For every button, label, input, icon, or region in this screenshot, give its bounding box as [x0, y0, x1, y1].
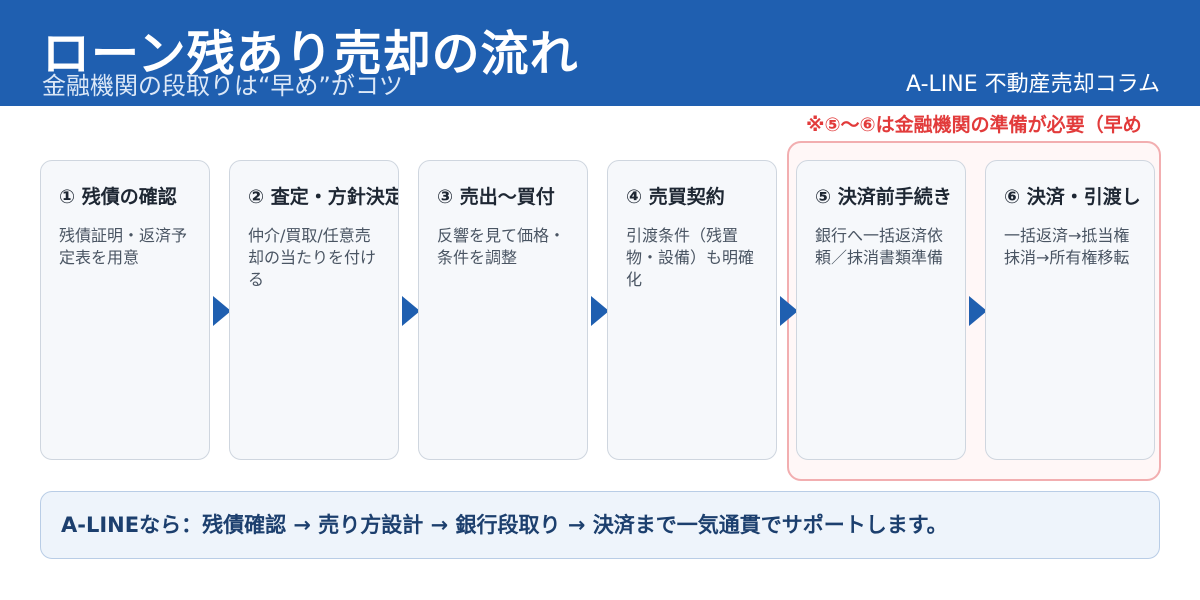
flow-arrow-icon: [402, 296, 420, 326]
step-card-6: ⑥ 決済・引渡し 一括返済→抵当権抹消→所有権移転: [985, 160, 1155, 460]
summary-box: A-LINEなら：残債確認 → 売り方設計 → 銀行段取り → 決済まで一気通貫…: [40, 491, 1160, 559]
step-card-2: ② 査定・方針決定 仲介/買取/任意売却の当たりを付ける: [229, 160, 399, 460]
step-description: 一括返済→抵当権抹消→所有権移転: [1004, 226, 1130, 267]
step-card-1: ① 残債の確認 残債証明・返済予定表を用意: [40, 160, 210, 460]
header-banner: ローン残あり売却の流れ 金融機関の段取りは“早め”がコツ A-LINE 不動産売…: [0, 0, 1200, 106]
step-title: ⑤ 決済前手続き: [815, 186, 952, 208]
step-card-4: ④ 売買契約 引渡条件（残置物・設備）も明確化: [607, 160, 777, 460]
step-description: 仲介/買取/任意売却の当たりを付ける: [248, 226, 377, 289]
step-title: ① 残債の確認: [59, 186, 177, 208]
step-title: ④ 売買契約: [626, 186, 725, 208]
step-title: ② 査定・方針決定: [248, 186, 399, 208]
summary-text: A-LINEなら：残債確認 → 売り方設計 → 銀行段取り → 決済まで一気通貫…: [61, 513, 948, 537]
step-description: 銀行へ一括返済依頼／抹消書類準備: [815, 226, 944, 267]
flow-arrow-icon: [969, 296, 987, 326]
brand-label: A-LINE 不動産売却コラム: [906, 72, 1160, 97]
step-description: 引渡条件（残置物・設備）も明確化: [626, 226, 755, 289]
step-description: 反響を見て価格・条件を調整: [437, 226, 566, 267]
step-title: ⑥ 決済・引渡し: [1004, 186, 1141, 208]
flow-arrow-icon: [780, 296, 798, 326]
step-title: ③ 売出〜買付: [437, 186, 555, 208]
step-card-3: ③ 売出〜買付 反響を見て価格・条件を調整: [418, 160, 588, 460]
flow-arrow-icon: [591, 296, 609, 326]
step-description: 残債証明・返済予定表を用意: [59, 226, 188, 267]
page-subtitle: 金融機関の段取りは“早め”がコツ: [42, 72, 403, 100]
page-title: ローン残あり売却の流れ: [42, 26, 579, 82]
flow-arrow-icon: [213, 296, 231, 326]
bank-preparation-note: ※⑤〜⑥は金融機関の準備が必要（早め: [806, 114, 1142, 136]
step-card-5: ⑤ 決済前手続き 銀行へ一括返済依頼／抹消書類準備: [796, 160, 966, 460]
